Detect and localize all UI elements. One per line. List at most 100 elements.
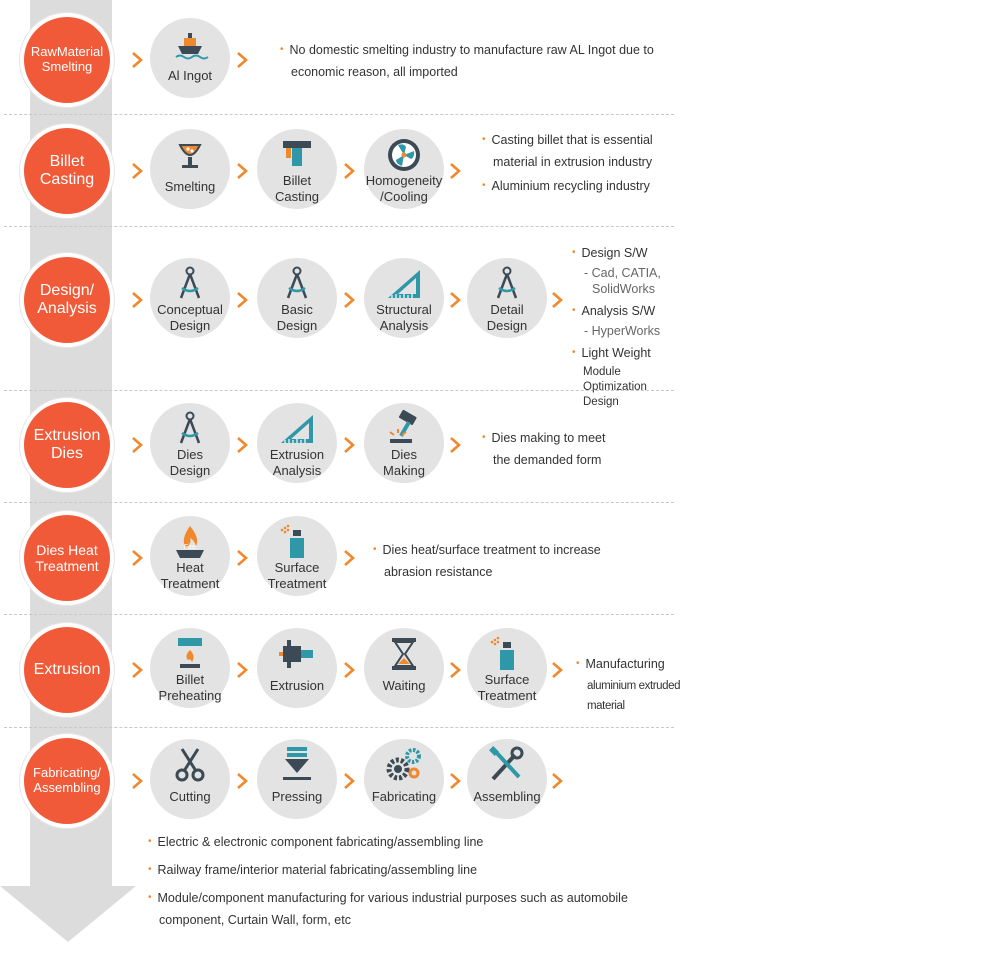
chevron-right-icon: [237, 773, 248, 789]
row-divider: [4, 502, 674, 503]
note-item: - Cad, CATIA, SolidWorks: [572, 265, 682, 297]
fire-tag: Fire: [184, 544, 196, 551]
note-text: material in extrusion industry: [493, 155, 653, 169]
step-label-line: Design: [169, 463, 211, 478]
bullet-icon: •: [576, 658, 580, 669]
bullet-icon: •: [148, 836, 152, 847]
chevron-right-icon: [552, 292, 563, 308]
note-item: • Dies making to meet the demanded form: [482, 428, 662, 470]
step-label-line: Treatment: [477, 688, 537, 703]
bullet-icon: •: [373, 544, 377, 555]
bullet-icon: •: [148, 892, 152, 903]
note-item: - HyperWorks: [572, 323, 682, 339]
step-label-line: Extrusion: [269, 447, 325, 462]
bullet-icon: •: [572, 305, 576, 316]
step-label: Assembling: [447, 789, 567, 805]
chevron-right-icon: [450, 662, 461, 678]
process-step: Extrusion: [257, 628, 337, 708]
note-text: - HyperWorks: [584, 324, 661, 338]
step-label-line: Surface: [274, 560, 320, 575]
note-text: - Cad, CATIA,: [584, 266, 661, 280]
row-divider: [4, 727, 674, 728]
gears-icon: [386, 748, 421, 781]
note-text: Aluminium recycling industry: [491, 179, 650, 193]
note-text: SolidWorks: [592, 282, 655, 296]
bullet-icon: •: [572, 347, 576, 358]
chevron-right-icon: [450, 292, 461, 308]
note-text: aluminium extruded: [587, 680, 681, 692]
stage-label: Extrusion: [33, 426, 101, 444]
note-text: the demanded form: [493, 453, 602, 467]
step-label-line: Fabricating: [371, 789, 437, 804]
row-divider: [4, 614, 674, 615]
note-item: •Railway frame/interior material fabrica…: [148, 860, 668, 882]
note-text: Dies making to meet: [491, 431, 606, 445]
note-text: Analysis S/W: [581, 304, 656, 318]
step-label: Homogeneity/Cooling: [344, 173, 464, 205]
note-item: •No domestic smelting industry to manufa…: [280, 40, 670, 82]
chevron-right-icon: [237, 52, 248, 68]
row-note: • Dies making to meet the demanded form: [482, 428, 662, 474]
row-divider: [4, 114, 674, 115]
note-text: Dies heat/surface treatment to increase: [382, 543, 601, 557]
bullet-icon: •: [482, 432, 486, 443]
note-text: component, Curtain Wall, form, etc: [159, 913, 351, 927]
step-label-line: Conceptual: [157, 302, 223, 317]
step-label-line: Design: [486, 318, 528, 333]
step-label: Pressing: [237, 789, 357, 805]
row-note: •No domestic smelting industry to manufa…: [280, 40, 670, 86]
step-label-line: Billet: [282, 173, 312, 188]
chevron-right-icon: [552, 773, 563, 789]
step-label-line: Extrusion: [269, 678, 325, 693]
chevron-right-icon: [237, 550, 248, 566]
step-label: Waiting: [344, 678, 464, 694]
chevron-right-icon: [237, 662, 248, 678]
note-item: • Dies heat/surface treatment to increase…: [373, 540, 633, 582]
process-step: Al Ingot: [150, 18, 230, 98]
note-text: Module/component manufacturing for vario…: [157, 891, 628, 905]
step-label-line: Analysis: [272, 463, 322, 478]
step-label-line: Analysis: [379, 318, 429, 333]
step-label-line: Casting: [274, 189, 320, 204]
hammer-icon: [389, 409, 417, 443]
note-item: •Aluminium recycling industry: [482, 176, 672, 198]
press-down-icon: [283, 747, 311, 780]
extruder-icon: [279, 640, 313, 668]
row-note: • Dies heat/surface treatment to increase…: [373, 540, 633, 586]
process-step: Cutting: [150, 739, 230, 819]
step-label-line: Dies: [390, 447, 417, 462]
compass-icon: [179, 266, 201, 299]
step-label: Cutting: [130, 789, 250, 805]
set-square-icon: [388, 270, 420, 298]
stage-label: Design/: [39, 281, 95, 299]
stage-label: Treatment: [35, 558, 99, 574]
step-label-line: Treatment: [267, 576, 327, 591]
fire-icon: Fire: [176, 526, 204, 558]
step-label-line: Al Ingot: [167, 68, 213, 83]
stage-label: Casting: [39, 171, 95, 188]
compass-icon: [179, 411, 201, 444]
chevron-right-icon: [237, 437, 248, 453]
note-item: • Analysis S/W: [572, 301, 682, 323]
set-square-icon: [281, 415, 313, 443]
step-label-line: Pressing: [271, 789, 323, 804]
step-label-line: Basic: [281, 302, 313, 317]
chevron-right-icon: [450, 437, 461, 453]
chevron-right-icon: [132, 163, 143, 179]
